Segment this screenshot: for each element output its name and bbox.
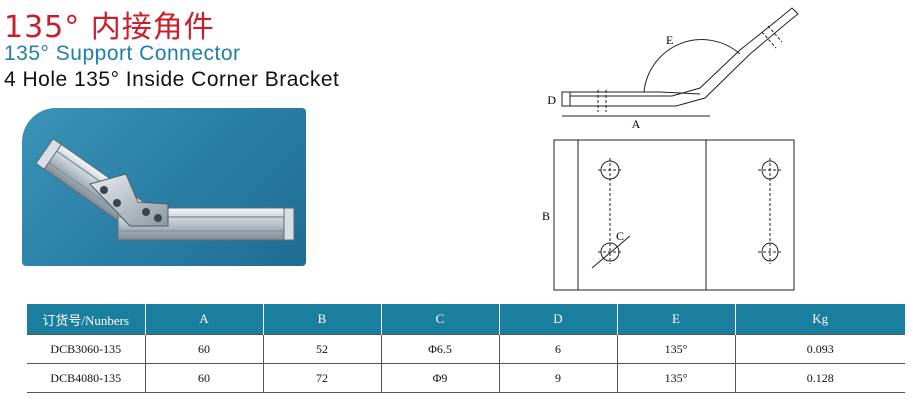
cell-b: 52 bbox=[263, 334, 382, 364]
header-a: A bbox=[145, 304, 264, 335]
table-row: DCB4080-135 60 72 Φ9 9 135° 0.128 bbox=[27, 363, 905, 393]
side-view-drawing: D A E bbox=[547, 7, 799, 131]
header-kg: Kg bbox=[735, 304, 905, 335]
product-title-chinese: 135° 内接角件 bbox=[4, 10, 215, 45]
cell-d: 9 bbox=[499, 363, 618, 393]
product-photo bbox=[22, 108, 306, 266]
cell-kg: 0.128 bbox=[735, 363, 905, 393]
cell-a: 60 bbox=[145, 334, 264, 364]
header-order-number: 订货号/Nunbers bbox=[27, 304, 146, 335]
product-title-english: 135° Support Connector bbox=[4, 42, 241, 65]
cell-c: Φ6.5 bbox=[381, 334, 500, 364]
plan-view-drawing: B C bbox=[542, 139, 795, 291]
cell-e: 135° bbox=[617, 363, 736, 393]
header-b: B bbox=[263, 304, 382, 335]
dimension-label-a: A bbox=[632, 117, 641, 131]
bracket-photo-illustration bbox=[35, 138, 295, 241]
header-d: D bbox=[499, 304, 618, 335]
cell-order-number: DCB3060-135 bbox=[27, 334, 146, 364]
dimension-label-c: C bbox=[616, 229, 624, 243]
table-row: DCB3060-135 60 52 Φ6.5 6 135° 0.093 bbox=[27, 334, 905, 364]
cell-d: 6 bbox=[499, 334, 618, 364]
cell-kg: 0.093 bbox=[735, 334, 905, 364]
dimension-label-e: E bbox=[666, 33, 673, 47]
header-e: E bbox=[617, 304, 736, 335]
dimension-label-d: D bbox=[547, 93, 556, 107]
product-description: 4 Hole 135° Inside Corner Bracket bbox=[4, 68, 340, 91]
cell-b: 72 bbox=[263, 363, 382, 393]
cell-order-number: DCB4080-135 bbox=[27, 363, 146, 393]
cell-e: 135° bbox=[617, 334, 736, 364]
table-header-row: 订货号/Nunbers A B C D E Kg bbox=[27, 304, 905, 335]
dimension-label-b: B bbox=[542, 209, 550, 223]
cell-c: Φ9 bbox=[381, 363, 500, 393]
header-c: C bbox=[381, 304, 500, 335]
cell-a: 60 bbox=[145, 363, 264, 393]
specification-table: 订货号/Nunbers A B C D E Kg DCB3060-135 60 … bbox=[27, 304, 905, 393]
